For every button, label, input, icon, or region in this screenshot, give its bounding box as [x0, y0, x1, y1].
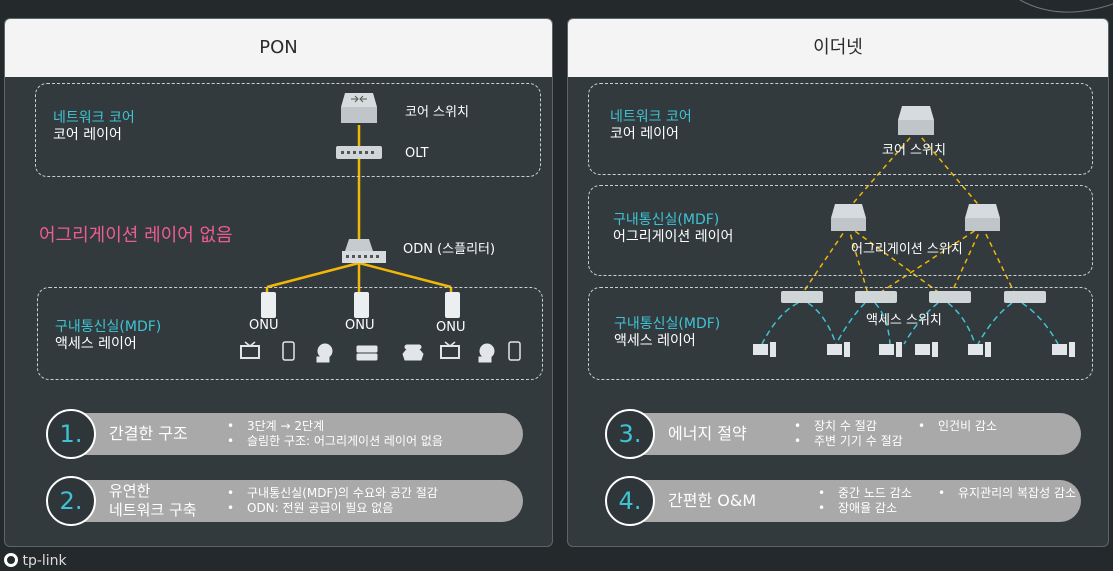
eth-agg-layer-label: 구내통신실(MDF) 어그리게이션 레이어	[613, 212, 733, 246]
pon-title: PON	[5, 19, 552, 77]
eth-core-label-cyan: 네트워크 코어	[610, 109, 692, 125]
pon-end-devices	[240, 341, 521, 363]
eth-agg-layer-box	[588, 185, 1093, 276]
tp-link-logo-text: tp-link	[22, 553, 67, 569]
onu-label: ONU	[345, 318, 375, 333]
odn-splitter-icon	[342, 239, 386, 263]
no-aggregation-label: 어그리게이션 레이어 없음	[39, 225, 233, 246]
feature-bullet: 구내통신실(MDF)의 수요와 공간 절감	[227, 486, 438, 501]
pon-access-label-white: 액세스 레이어	[55, 336, 137, 352]
pon-core-label-cyan: 네트워크 코어	[53, 110, 135, 126]
feature-bullet: 슬림한 구조: 어그리게이션 레이어 없음	[227, 434, 443, 449]
olt-label: OLT	[405, 146, 429, 161]
eth-access-layer-label: 구내통신실(MDF) 액세스 레이어	[614, 316, 720, 350]
feature-number: 1.	[46, 409, 96, 459]
feature-3-pill: 3. 에너지 절약 장치 수 절감 인건비 감소 주변 기기 수 절감	[605, 409, 1081, 459]
eth-core-layer-box	[588, 83, 1093, 175]
pon-core-layer-label: 네트워크 코어 코어 레이어	[53, 110, 135, 144]
onu-label: ONU	[436, 320, 466, 335]
feature-title: 유연한 네트워크 구축	[109, 482, 197, 520]
eth-core-layer-label: 네트워크 코어 코어 레이어	[610, 109, 692, 143]
tp-link-logo: tp-link	[4, 553, 67, 569]
pon-access-layer-box	[37, 287, 543, 380]
eth-access-label-white: 액세스 레이어	[614, 333, 696, 349]
eth-agg-label-white: 어그리게이션 레이어	[613, 229, 734, 245]
eth-agg-label-cyan: 구내통신실(MDF)	[613, 212, 720, 228]
feature-2-pill: 2. 유연한 네트워크 구축 구내통신실(MDF)의 수요와 공간 절감 ODN…	[46, 476, 523, 526]
feature-1-pill: 1. 간결한 구조 3단계 → 2단계 슬림한 구조: 어그리게이션 레이어 없…	[46, 409, 523, 459]
core-agg-links	[801, 130, 1016, 295]
pon-core-switch-icon	[341, 93, 377, 123]
pon-core-switch-label: 코어 스위치	[405, 105, 469, 120]
onu-label: ONU	[249, 318, 279, 333]
pc-icons	[753, 342, 1075, 357]
feature-bullet: 주변 기기 수 절감	[794, 434, 903, 449]
feature-bullet: 인건비 감소	[918, 419, 997, 434]
ethernet-panel: 이더넷	[567, 18, 1109, 547]
eth-core-switch-label: 코어 스위치	[882, 143, 946, 158]
feature-number: 4.	[605, 476, 655, 526]
access-switch-label: 액세스 스위치	[866, 313, 942, 328]
feature-title: 간결한 구조	[109, 424, 188, 443]
feature-bullet: ODN: 전원 공급이 필요 없음	[227, 501, 393, 516]
feature-bullet: 유지관리의 복잡성 감소	[938, 486, 1076, 501]
tp-link-logo-icon	[4, 553, 18, 567]
ethernet-diagram	[753, 106, 1075, 357]
pon-access-layer-label: 구내통신실(MDF) 액세스 레이어	[55, 319, 161, 353]
feature-number: 3.	[605, 409, 655, 459]
agg-switch-icons	[831, 204, 1000, 231]
feature-title: 에너지 절약	[668, 424, 747, 443]
agg-switch-label: 어그리게이션 스위치	[851, 242, 963, 257]
pon-fiber-lines	[265, 125, 453, 294]
feature-number: 2.	[46, 476, 96, 526]
pon-panel: PON	[4, 18, 553, 547]
access-switch-icons	[781, 291, 1046, 303]
feature-title-line: 유연한	[109, 482, 151, 500]
onu-icons	[261, 292, 460, 318]
feature-title-line: 네트워크 구축	[109, 501, 197, 519]
eth-access-layer-box	[588, 287, 1093, 380]
feature-title: 간편한 O&M	[668, 491, 757, 510]
olt-icon	[336, 146, 382, 159]
feature-bullet: 장치 수 절감	[794, 419, 877, 434]
decorative-arc-icon	[1019, 0, 1113, 13]
odn-label: ODN (스플리터)	[403, 242, 496, 257]
pon-core-layer-box	[35, 83, 541, 177]
eth-core-label-white: 코어 레이어	[610, 126, 679, 142]
access-links	[761, 302, 1059, 345]
feature-bullet: 중간 노드 감소	[818, 486, 912, 501]
feature-4-pill: 4. 간편한 O&M 중간 노드 감소 유지관리의 복잡성 감소 장애율 감소	[605, 476, 1081, 526]
feature-bullet: 3단계 → 2단계	[227, 419, 324, 434]
pon-access-label-cyan: 구내통신실(MDF)	[55, 319, 162, 335]
feature-bullet: 장애율 감소	[818, 501, 897, 516]
pon-core-label-white: 코어 레이어	[53, 127, 122, 143]
eth-core-switch-icon	[898, 106, 934, 135]
pon-diagram	[240, 93, 521, 363]
ethernet-title: 이더넷	[568, 19, 1108, 77]
eth-access-label-cyan: 구내통신실(MDF)	[614, 316, 721, 332]
